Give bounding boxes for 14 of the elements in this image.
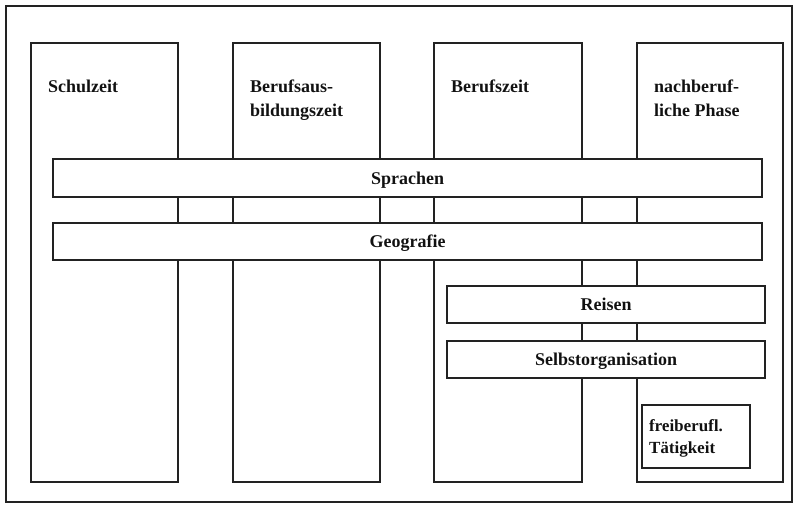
topic-bar bbox=[446, 340, 766, 379]
activity-label: freiberufl. Tätigkeit bbox=[649, 414, 724, 458]
topic-label: Reisen bbox=[580, 294, 632, 315]
topic-label: Geografie bbox=[370, 231, 446, 252]
topic-bar bbox=[52, 158, 763, 198]
phase-title: nachberuf- liche Phase bbox=[654, 75, 740, 122]
phase-title: Berufsaus- bildungszeit bbox=[250, 75, 344, 122]
topic-label: Sprachen bbox=[370, 168, 444, 188]
activity-box bbox=[641, 404, 751, 469]
phase-title: Berufszeit bbox=[451, 75, 530, 98]
topic-bar bbox=[52, 222, 763, 261]
topic-label: Selbstorganisation bbox=[534, 349, 678, 370]
topic-bar bbox=[446, 285, 766, 324]
phase-title: Schulzeit bbox=[48, 75, 119, 98]
